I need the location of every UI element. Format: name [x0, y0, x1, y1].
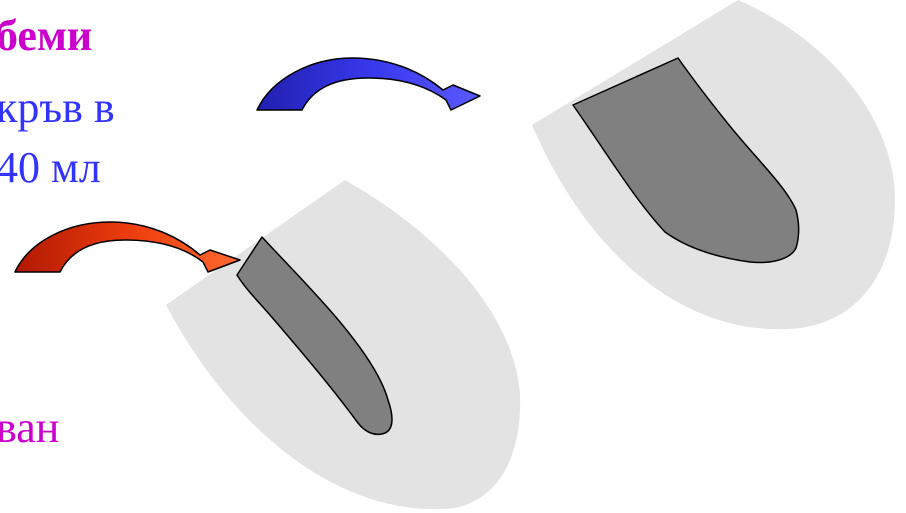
curved-arrow-red-icon	[15, 222, 240, 272]
curved-arrow-blue-icon	[257, 58, 480, 110]
